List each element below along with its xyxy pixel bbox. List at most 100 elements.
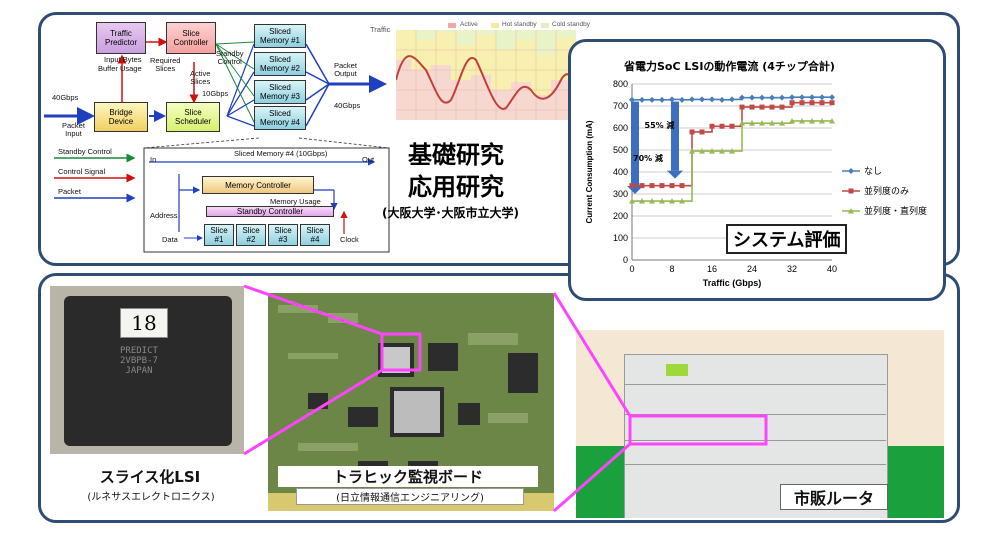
annotation-70: 70% 減 [633,153,663,163]
data-point [649,183,655,189]
basic-research-title: 基礎研究 [408,141,504,169]
data-point [809,117,815,124]
data-point [729,123,735,129]
annotation-55: 55% 減 [645,120,675,130]
data-point [739,120,745,126]
slice-label: Slice #1 [210,226,228,244]
data-point [699,96,705,103]
data-point [679,198,685,204]
applied-research-title: 応用研究 [408,173,504,201]
detail-out-label: Out [362,155,375,164]
board-caption: トラヒック監視ボード [278,466,538,487]
legend-standby-control: Standby Control [58,147,112,156]
data-point [759,94,765,101]
sliced-memory-1-box: Sliced Memory #1 [254,24,306,48]
data-point [809,94,815,101]
standby-controller-label: Standby Controller [236,207,304,216]
y-tick-label: 300 [613,189,628,199]
data-point [759,120,765,126]
sliced-memory-3-box: Sliced Memory #3 [254,80,306,104]
lsi-caption: スライス化LSI [99,468,201,486]
data-point [799,117,805,124]
sliced-memory-4-box: Sliced Memory #4 [254,106,306,130]
label-40gbps-in: 40Gbps [52,93,79,102]
memory-usage-label: Memory Usage [270,197,321,206]
legend-cold-standby: Cold standby [552,21,590,28]
legend-marker [848,188,854,194]
data-point [689,96,695,103]
data-point [769,94,775,101]
data-point [829,94,835,101]
legend-marker [848,168,854,174]
x-tick-label: 8 [669,264,674,274]
data-point [799,94,805,101]
y-tick-label: 800 [613,79,628,89]
legend-control-signal: Control Signal [58,167,106,176]
data-point [639,198,645,204]
data-point [629,96,635,103]
data-point [749,104,755,110]
detail-title: Sliced Memory #4 (10Gbps) [234,149,328,158]
y-tick-label: 600 [613,123,628,133]
lsi-chip-photo: 18 PREDICT 2VBPB-7 JAPAN [50,286,244,454]
data-point [819,100,825,106]
series-line-3 [632,120,832,202]
data-label: Data [162,235,178,244]
slice-4-box: Slice #4 [300,224,330,246]
reduction-arrow-55 [671,101,679,171]
reduction-arrow-70 [631,101,639,186]
data-point [629,198,635,204]
x-tick-label: 40 [827,264,837,274]
data-point [659,198,665,204]
traffic-predictor-label: Traffic Predictor [104,29,137,47]
data-point [789,117,795,124]
slice-controller-label: Slice Controller [173,29,209,47]
data-point [719,148,725,154]
data-point [789,94,795,101]
data-point [829,117,835,124]
data-point [709,123,715,129]
bridge-device-label: Bridge Device [108,108,134,126]
slice-label: Slice #4 [306,226,324,244]
slice-label: Slice #2 [242,226,260,244]
bridge-device-box: Bridge Device [94,102,148,132]
slice-1-box: Slice #1 [204,224,234,246]
data-point [779,104,785,110]
sliced-memory-label: Sliced Memory #1 [259,27,300,45]
data-point [799,100,805,106]
slice-3-box: Slice #3 [268,224,298,246]
label-packet-output: Packet Output [334,61,357,78]
data-point [679,183,685,189]
data-point [749,94,755,101]
traffic-standby-chart [396,23,576,120]
label-input-bytes: Input Bytes [104,55,142,64]
detail-in-label: In [150,155,157,164]
data-point [669,96,675,103]
data-point [699,148,705,154]
label-40gbps-out: 40Gbps [334,101,361,110]
series-line-2 [632,101,832,187]
data-point [669,198,675,204]
traffic-predictor-box: Traffic Predictor [96,22,146,54]
data-point [679,96,685,103]
slice-scheduler-label: Slice Scheduler [174,108,212,126]
data-point [659,96,665,103]
legend-label-1: なし [864,166,882,177]
data-point [689,129,695,135]
data-point [729,148,735,154]
y-tick-label: 400 [613,167,628,177]
system-eval-label: システム評価 [726,224,848,254]
legend-packet: Packet [58,187,81,196]
data-point [739,104,745,110]
clock-label: Clock [340,235,359,244]
standby-controller-box: Standby Controller [206,206,334,217]
data-point [739,94,745,101]
y-tick-label: 500 [613,145,628,155]
legend-label-2: 並列度のみ [864,185,909,197]
data-point [809,100,815,106]
x-axis-label: Traffic (Gbps) [703,278,762,288]
router-photo [576,330,944,518]
y-axis-label: Current Consumption (mA) [585,120,594,223]
label-required-slices: Required Slices [150,56,181,73]
data-point [639,183,645,189]
